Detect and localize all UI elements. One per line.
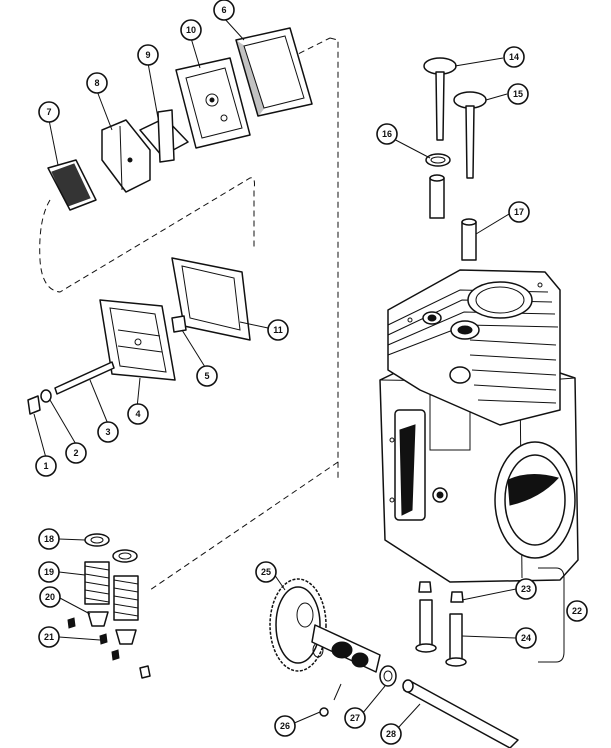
callout-19: 19 xyxy=(38,561,60,583)
reed-plate xyxy=(139,109,189,163)
gasket-lower xyxy=(171,257,251,341)
callout-2: 2 xyxy=(65,442,87,464)
callout-7: 7 xyxy=(38,101,60,123)
callout-16: 16 xyxy=(376,123,398,145)
callout-1: 1 xyxy=(35,455,57,477)
callout-25: 25 xyxy=(255,561,277,583)
svg-text:24: 24 xyxy=(521,633,531,643)
spacer xyxy=(171,315,187,333)
nut xyxy=(27,395,41,415)
washer xyxy=(40,389,52,403)
cylinder-head xyxy=(387,269,561,426)
valve-guide-left xyxy=(429,174,445,219)
callout-11: 11 xyxy=(267,319,289,341)
callout-28: 28 xyxy=(380,723,402,745)
breather-cover xyxy=(175,57,251,149)
stud xyxy=(54,361,115,395)
cam-washer xyxy=(379,665,397,687)
svg-text:27: 27 xyxy=(350,713,360,723)
svg-text:4: 4 xyxy=(135,409,140,419)
callout-22: 22 xyxy=(566,600,588,622)
valve-14 xyxy=(423,57,457,141)
callout-17: 17 xyxy=(508,201,530,223)
callout-14: 14 xyxy=(503,46,525,68)
svg-text:26: 26 xyxy=(280,721,290,731)
spring-retainer-lower xyxy=(87,611,137,645)
svg-text:9: 9 xyxy=(145,50,150,60)
callout-6: 6 xyxy=(213,0,235,21)
camshaft-gear xyxy=(269,578,327,672)
svg-text:15: 15 xyxy=(513,89,523,99)
svg-text:7: 7 xyxy=(46,107,51,117)
bracket xyxy=(101,119,151,193)
gasket-upper xyxy=(235,27,313,118)
leader-lines xyxy=(33,17,517,729)
svg-text:6: 6 xyxy=(221,5,226,15)
svg-text:16: 16 xyxy=(382,129,392,139)
group-bracket xyxy=(538,567,565,663)
svg-text:2: 2 xyxy=(73,448,78,458)
spring-retainer-upper xyxy=(84,533,138,563)
svg-text:5: 5 xyxy=(204,371,209,381)
valve-15 xyxy=(453,91,487,179)
svg-text:1: 1 xyxy=(43,461,48,471)
callout-23: 23 xyxy=(515,578,537,600)
svg-text:25: 25 xyxy=(261,567,271,577)
svg-text:28: 28 xyxy=(386,729,396,739)
cylinder-block xyxy=(379,367,579,583)
callout-3: 3 xyxy=(97,421,119,443)
svg-text:10: 10 xyxy=(186,25,196,35)
valve-spring-right xyxy=(113,575,139,621)
callout-15: 15 xyxy=(507,83,529,105)
callout-21: 21 xyxy=(38,626,60,648)
callout-4: 4 xyxy=(127,403,149,425)
side-cover xyxy=(99,299,176,381)
svg-text:14: 14 xyxy=(509,52,519,62)
callout-18: 18 xyxy=(38,528,60,550)
svg-text:18: 18 xyxy=(44,534,54,544)
valve-guide-right xyxy=(461,218,477,261)
dashed-outline-upper xyxy=(289,37,339,480)
svg-text:17: 17 xyxy=(514,207,524,217)
filter-element xyxy=(47,159,97,211)
cam-shaft-pin xyxy=(402,679,519,748)
svg-text:20: 20 xyxy=(45,592,55,602)
svg-text:22: 22 xyxy=(572,606,582,616)
tappet-right xyxy=(445,591,467,667)
dashed-outline-lower xyxy=(149,461,339,591)
retainer-keys xyxy=(67,617,151,679)
callout-9: 9 xyxy=(137,44,159,66)
svg-text:8: 8 xyxy=(94,78,99,88)
tappet-left xyxy=(415,581,437,653)
svg-text:23: 23 xyxy=(521,584,531,594)
callout-24: 24 xyxy=(515,627,537,649)
callout-26: 26 xyxy=(274,715,296,737)
svg-text:19: 19 xyxy=(44,567,54,577)
callout-27: 27 xyxy=(344,707,366,729)
valve-seat-insert xyxy=(425,153,451,167)
cam-pin xyxy=(319,683,342,717)
callout-5: 5 xyxy=(196,365,218,387)
valve-spring-left xyxy=(84,561,110,605)
camshaft xyxy=(311,624,381,673)
dashed-outline-middle xyxy=(39,177,255,293)
callout-8: 8 xyxy=(86,72,108,94)
svg-text:11: 11 xyxy=(273,325,283,335)
callout-10: 10 xyxy=(180,19,202,41)
svg-text:3: 3 xyxy=(105,427,110,437)
svg-text:21: 21 xyxy=(44,632,54,642)
callout-20: 20 xyxy=(39,586,61,608)
